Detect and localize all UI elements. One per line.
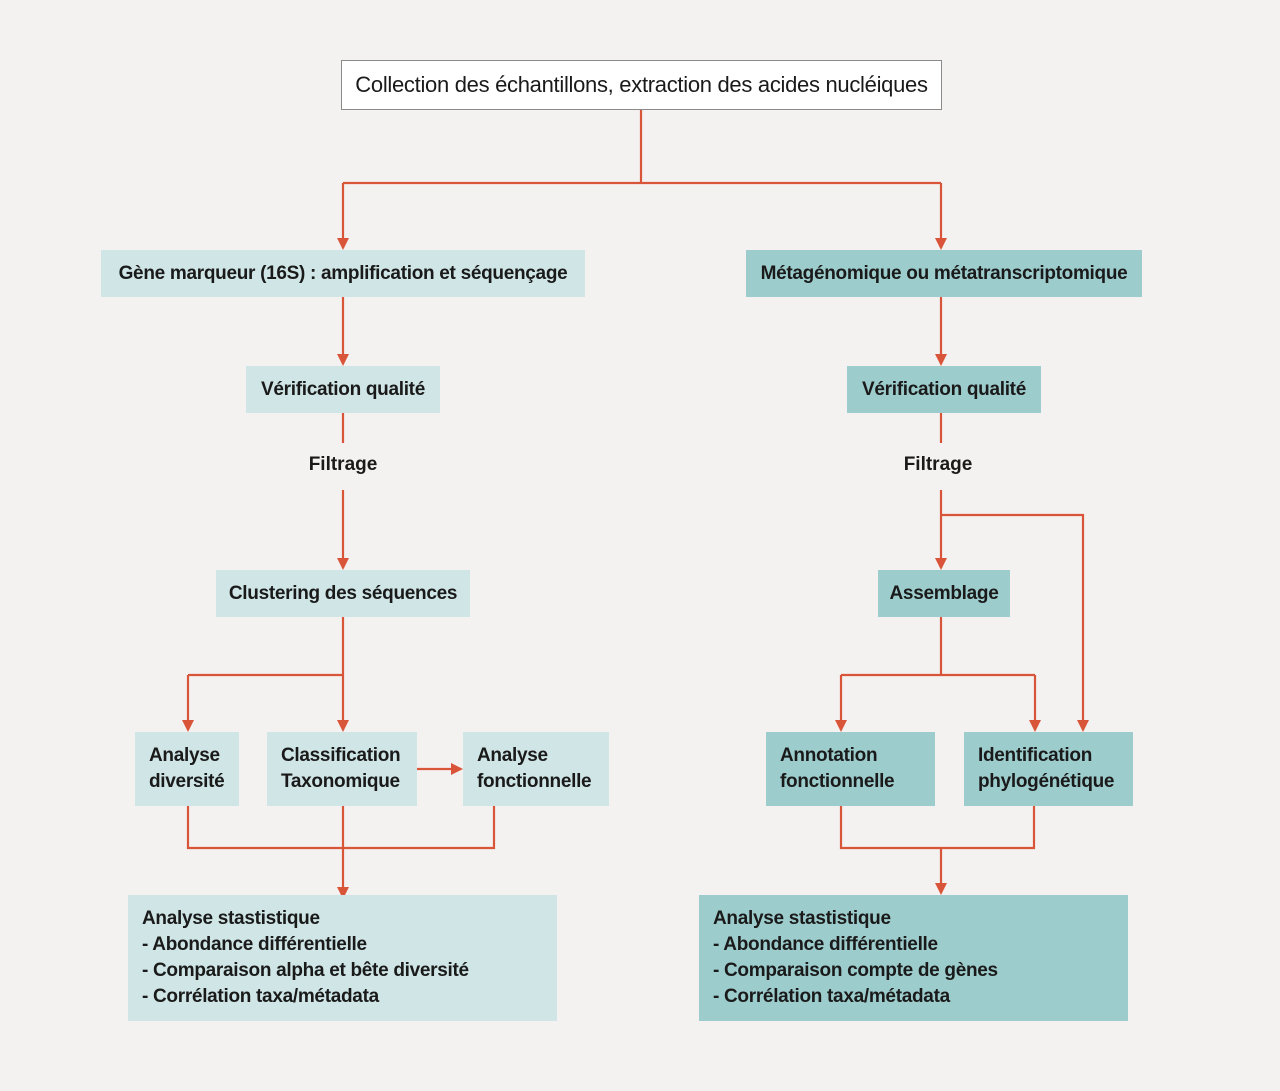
right-stats-line-3: - Comparaison compte de gènes — [713, 960, 998, 981]
phylogeny-box: Identification phylogénétique — [964, 732, 1133, 806]
right-quality-label: Vérification qualité — [862, 378, 1026, 400]
clustering-label: Clustering des séquences — [228, 582, 458, 604]
diversity-label-line-2: diversité — [149, 771, 225, 792]
functional-analysis-box: Analyse fonctionnelle — [463, 732, 609, 806]
left-stats-line-2: - Abondance différentielle — [142, 934, 367, 955]
phylogeny-label-line-1: Identification — [978, 745, 1093, 766]
annotation-label-line-1: Annotation — [780, 745, 878, 766]
right-stats-line-2: - Abondance différentielle — [713, 934, 938, 955]
left-quality-box: Vérification qualité — [246, 366, 440, 413]
left-stats-line-4: - Corrélation taxa/métadata — [142, 986, 379, 1007]
taxonomy-box: Classification Taxonomique — [267, 732, 417, 806]
clustering-box: Clustering des séquences — [216, 570, 470, 617]
assembly-box: Assemblage — [878, 570, 1010, 617]
marker-gene-box: Gène marqueur (16S) : amplification et s… — [101, 250, 585, 297]
right-stats-box: Analyse stastistique - Abondance différe… — [699, 895, 1128, 1021]
left-quality-label: Vérification qualité — [261, 378, 425, 400]
phylogeny-label-line-2: phylogénétique — [978, 771, 1115, 792]
assembly-label: Assemblage — [889, 582, 999, 604]
left-stats-box: Analyse stastistique - Abondance différe… — [128, 895, 557, 1021]
right-stats-line-4: - Corrélation taxa/métadata — [713, 986, 950, 1007]
left-filter-label: Filtrage — [308, 454, 378, 475]
taxonomy-label-line-2: Taxonomique — [281, 771, 400, 792]
functional-analysis-label-line-1: Analyse — [477, 745, 548, 766]
sample-collection-box: Collection des échantillons, extraction … — [341, 60, 942, 110]
connector-right-merge — [839, 806, 1036, 850]
connector-right-bypass — [941, 513, 1089, 732]
sample-collection-label: Collection des échantillons, extraction … — [355, 72, 928, 97]
diversity-label-line-1: Analyse — [149, 745, 220, 766]
left-stats-line-3: - Comparaison alpha et bête diversité — [142, 960, 469, 981]
annotation-label-line-2: fonctionnelle — [780, 771, 895, 792]
functional-analysis-label-line-2: fonctionnelle — [477, 771, 592, 792]
metagenomics-box: Métagénomique ou métatranscriptomique — [746, 250, 1142, 297]
connector-left-merge — [186, 806, 496, 850]
annotation-box: Annotation fonctionnelle — [766, 732, 935, 806]
right-quality-box: Vérification qualité — [847, 366, 1041, 413]
marker-gene-label: Gène marqueur (16S) : amplification et s… — [118, 262, 568, 284]
right-filter-label: Filtrage — [903, 454, 973, 475]
metagenomics-label: Métagénomique ou métatranscriptomique — [760, 262, 1128, 284]
taxonomy-label-line-1: Classification — [281, 745, 401, 766]
diversity-box: Analyse diversité — [135, 732, 239, 806]
right-stats-line-1: Analyse stastistique — [713, 908, 891, 929]
left-stats-line-1: Analyse stastistique — [142, 908, 320, 929]
